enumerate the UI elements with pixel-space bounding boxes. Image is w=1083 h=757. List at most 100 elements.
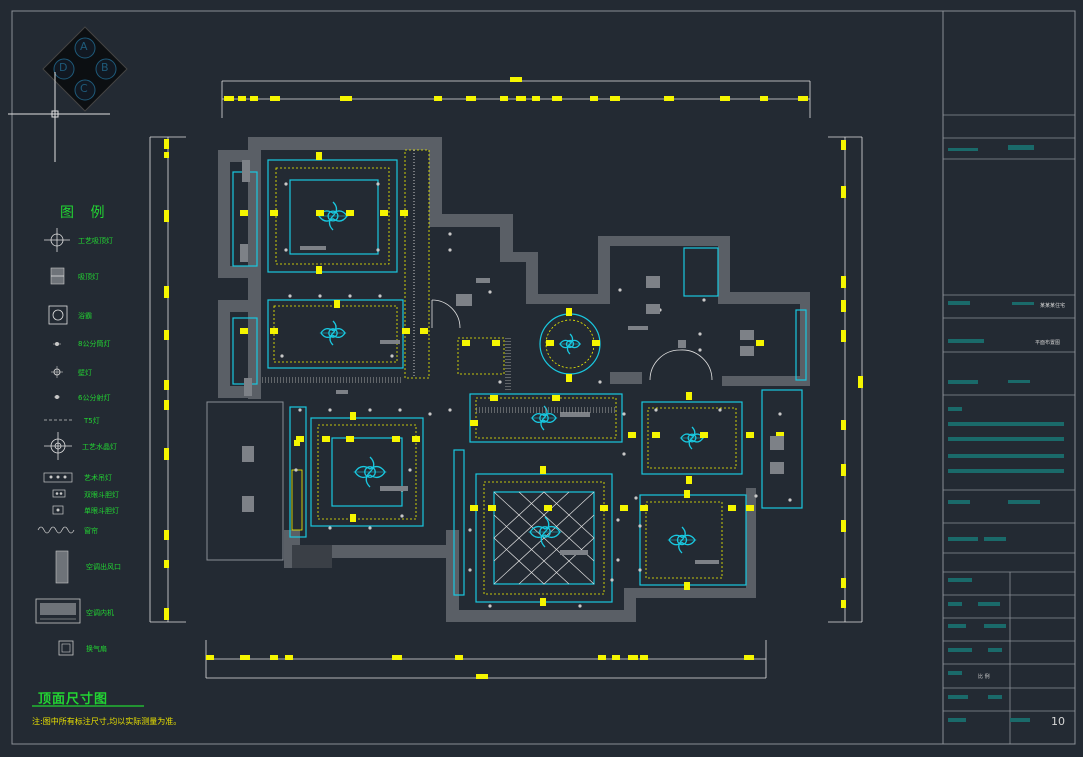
legend-label-chandelier: 工艺水晶灯 — [82, 443, 117, 451]
dimension-tick — [224, 96, 234, 101]
dimension-tick — [164, 286, 169, 298]
dimension-marker — [322, 436, 330, 442]
annotation-label — [380, 340, 400, 344]
dimension-tick — [798, 96, 808, 101]
dimension-tick — [240, 655, 250, 660]
downlight — [398, 408, 402, 412]
dimension-tick — [532, 96, 540, 101]
dimension-tick — [466, 96, 476, 101]
right-dimension-lines — [828, 136, 863, 623]
dimension-marker — [240, 328, 248, 334]
chandelier-fixtures — [317, 201, 705, 554]
dimension-marker — [728, 505, 736, 511]
downlight — [488, 290, 492, 294]
downlight — [654, 408, 658, 412]
downlight — [448, 248, 452, 252]
dimension-tick — [628, 655, 638, 660]
downlight — [718, 408, 722, 412]
title-block-field — [948, 454, 1064, 458]
title-block-field — [948, 148, 978, 151]
downlight — [348, 294, 352, 298]
dimension-tick — [476, 674, 488, 679]
dimension-marker — [684, 490, 690, 498]
title-block-scale: 比 例 — [978, 674, 990, 680]
dimension-marker — [566, 374, 572, 382]
downlight — [298, 408, 302, 412]
dimension-tick — [434, 96, 442, 101]
compass-letter-d: D — [59, 61, 68, 74]
annotation-label — [678, 340, 686, 348]
ac-vent-icon — [55, 550, 69, 584]
dimension-tick — [250, 96, 258, 101]
dimension-marker — [316, 210, 324, 216]
annotation-label — [560, 550, 588, 555]
compass-letter-a: A — [80, 40, 88, 53]
title-block-field — [948, 648, 972, 652]
dimension-marker — [240, 210, 248, 216]
annotation-label — [770, 462, 784, 474]
downlight — [328, 408, 332, 412]
double-grille-lamp-icon — [52, 489, 66, 498]
title-block-field — [1008, 500, 1040, 504]
dimension-marker — [566, 308, 572, 316]
title-block-field — [1008, 380, 1030, 383]
dimension-tick — [206, 655, 214, 660]
dimension-marker — [756, 340, 764, 346]
plan-note: 注:图中所有标注尺寸,均以实际测量为准。 — [32, 717, 182, 726]
downlight — [616, 518, 620, 522]
dimension-marker — [334, 300, 340, 308]
dimension-tick — [340, 96, 352, 101]
dimension-marker — [540, 598, 546, 606]
dimension-marker — [490, 395, 498, 401]
downlight — [318, 294, 322, 298]
dimension-marker — [684, 582, 690, 590]
title-block-field — [1012, 302, 1034, 305]
bath-heater-icon — [48, 305, 68, 325]
annotation-label — [560, 412, 590, 417]
legend-label-ceiling-lamp: 吸顶灯 — [78, 273, 99, 281]
dimension-marker — [380, 210, 388, 216]
dimension-tick — [841, 520, 846, 532]
dimension-marker — [746, 432, 754, 438]
downlight — [376, 182, 380, 186]
dimension-marker — [488, 505, 496, 511]
legend-label-wall-lamp: 壁灯 — [78, 369, 92, 377]
title-block-field — [948, 500, 970, 504]
annotation-label — [770, 436, 784, 450]
dimension-marker — [316, 266, 322, 274]
annotation-label — [380, 486, 408, 491]
dimension-marker — [640, 505, 648, 511]
title-block-fields — [948, 145, 1064, 722]
legend-label-spotlight: 6公分射灯 — [78, 394, 111, 402]
downlight — [598, 380, 602, 384]
dimension-tick — [598, 655, 606, 660]
title-block-field — [948, 339, 984, 343]
title-block-field — [948, 422, 1064, 426]
dimension-tick — [164, 139, 169, 149]
downlight — [448, 408, 452, 412]
plan-title: 顶面尺寸图 — [38, 692, 109, 707]
annotation-label — [240, 244, 248, 262]
dimension-marker — [346, 210, 354, 216]
ac-unit-icon — [35, 598, 81, 624]
downlight — [294, 468, 298, 472]
dimension-marker — [620, 505, 628, 511]
downlight — [468, 528, 472, 532]
dimension-tick — [858, 376, 863, 388]
dimension-tick — [841, 578, 846, 588]
dimension-tick — [841, 140, 846, 150]
title-block-field — [948, 437, 1064, 441]
crosshair-cursor-icon — [8, 72, 110, 162]
dimension-marker — [652, 432, 660, 438]
downlight — [368, 408, 372, 412]
dimension-tick — [841, 186, 846, 198]
legend-label-bath-heater: 浴霸 — [78, 312, 92, 320]
dimension-marker — [540, 466, 546, 474]
downlight — [428, 412, 432, 416]
dimension-tick — [744, 655, 754, 660]
left-dimension-lines — [149, 136, 186, 623]
legend-label-ac-unit: 空调内机 — [86, 609, 114, 617]
dimension-tick — [590, 96, 598, 101]
floor-plan-walls — [218, 137, 810, 622]
title-block-field — [988, 695, 1002, 699]
